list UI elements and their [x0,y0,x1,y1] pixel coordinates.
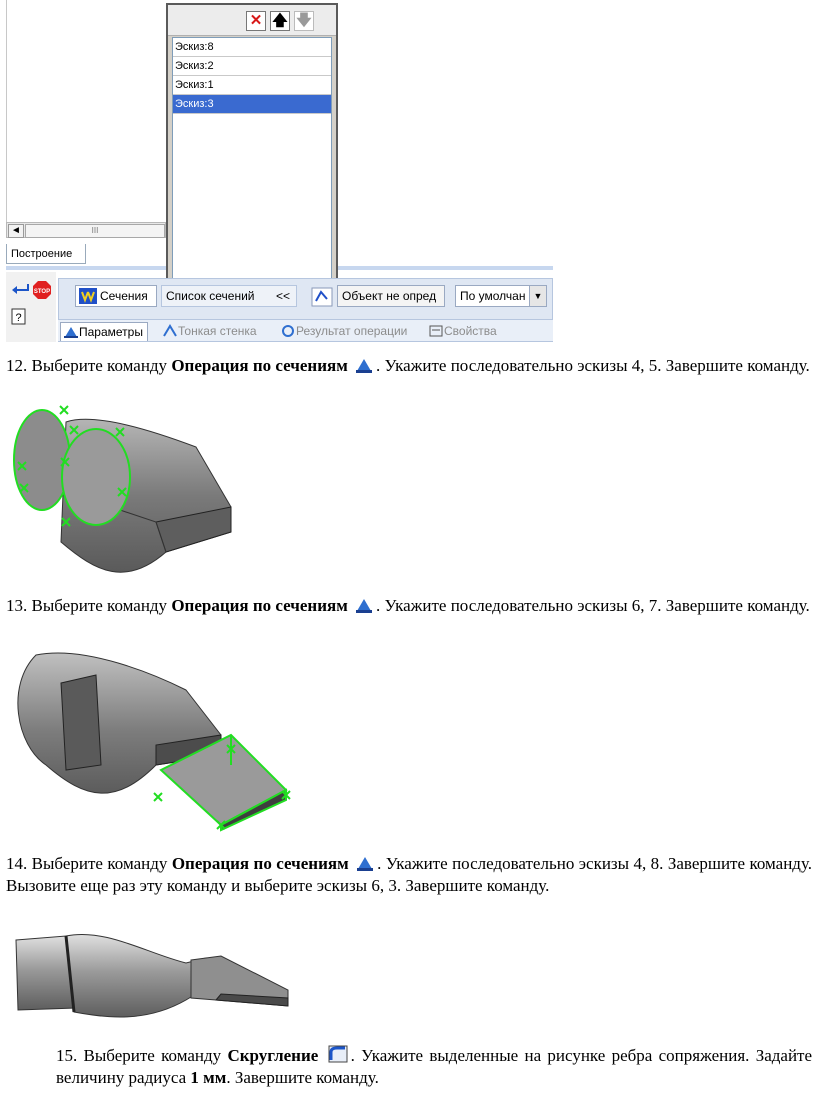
collapse-icon: << [275,289,290,303]
enter-icon[interactable] [10,282,30,296]
scroll-left-icon[interactable]: ◄ [8,224,24,238]
svg-text:STOP: STOP [34,289,50,295]
default-select-value: По умолчан [460,289,526,303]
tab-properties[interactable]: Свойства [428,322,497,340]
model-image-step14 [15,934,289,1018]
popup-toolbar: ✕ 🡅 🡇 [168,5,336,36]
thin-wall-icon [163,324,177,337]
step-13-text: 13. Выберите команду Операция по сечения… [6,596,810,615]
tab-operation-result[interactable]: Результат операции [280,322,407,340]
section-list-button[interactable]: Список сечений << [161,285,297,307]
side-toolbar: STOP ? [6,272,56,342]
svg-text:?: ? [15,312,21,324]
default-select[interactable]: По умолчан ▼ [455,285,547,307]
sections-button[interactable]: Сечения [75,285,157,307]
chevron-down-icon[interactable]: ▼ [529,286,546,306]
tab-build[interactable]: Построение [6,244,86,264]
step-12-text: 12. Выберите команду Операция по сечения… [6,356,810,375]
property-toolbar: Сечения Список сечений << Объект не опре… [58,278,553,320]
sections-icon [79,288,97,304]
model-tree-pane [6,0,167,222]
fillet-icon [328,1045,348,1063]
tab-thin-wall[interactable]: Тонкая стенка [162,322,257,340]
model-image-step12 [13,405,232,573]
list-item[interactable]: Эскиз:8 [173,38,331,57]
loft-operation-icon [356,359,373,373]
step-15-text: 15. Выберите команду Скругление . Укажит… [56,1045,813,1087]
properties-icon [429,325,443,337]
property-tabs: Параметры Тонкая стенка Результат операц… [58,320,553,342]
scroll-thumb[interactable]: III [25,224,165,238]
kompas-screenshot: ◄ III Построение ✕ 🡅 🡇 Эскиз:8 Эскиз:2 Э… [0,0,553,345]
delete-button[interactable]: ✕ [246,11,266,31]
vertex-markers [17,405,127,527]
list-item-selected[interactable]: Эскиз:3 [173,95,331,114]
parameters-icon [64,327,78,338]
vertex-markers [153,744,291,830]
step-14-text: 14. Выберите команду Операция по сечения… [6,854,813,895]
horizontal-scrollbar[interactable]: ◄ III [6,222,166,238]
object-select-icon[interactable] [311,287,333,307]
section-list-label: Список сечений [166,289,255,303]
section-list-popup: ✕ 🡅 🡇 Эскиз:8 Эскиз:2 Эскиз:1 Эскиз:3 [166,3,338,285]
list-item[interactable]: Эскиз:2 [173,57,331,76]
move-down-icon[interactable]: 🡇 [294,11,314,31]
move-up-icon[interactable]: 🡅 [270,11,290,31]
model-image-step13 [17,652,291,832]
object-field[interactable]: Объект не опред [337,285,445,307]
sections-label: Сечения [100,289,148,303]
help-icon[interactable]: ? [10,308,28,328]
list-item[interactable]: Эскиз:1 [173,76,331,95]
loft-operation-icon [356,599,373,613]
loft-operation-icon [357,857,374,871]
operation-result-icon [282,325,294,337]
sketch-list[interactable]: Эскиз:8 Эскиз:2 Эскиз:1 Эскиз:3 [172,37,332,281]
tab-parameters[interactable]: Параметры [60,322,148,341]
stop-icon[interactable]: STOP [32,280,52,300]
